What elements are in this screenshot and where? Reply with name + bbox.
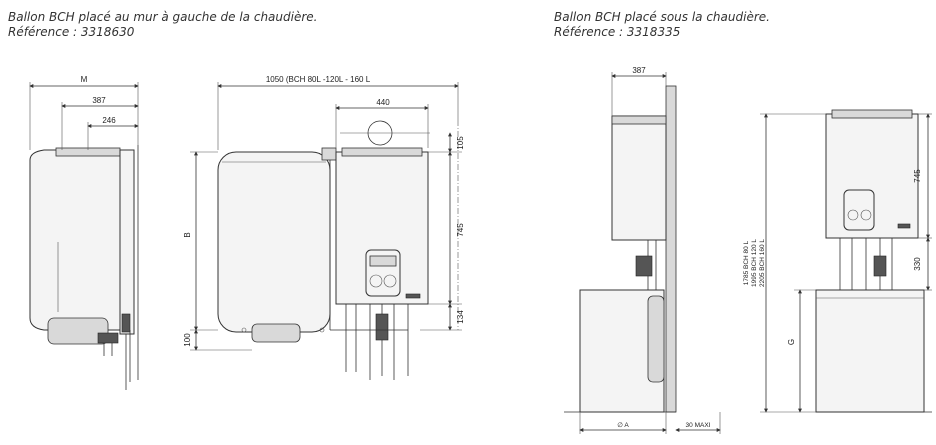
- valve-v4: [873, 255, 887, 277]
- label-440: 440: [376, 98, 390, 107]
- tank-bottom-cap: [47, 317, 109, 345]
- label-330: 330: [913, 257, 922, 271]
- label-30-maxi: 30 MAXI: [686, 422, 711, 429]
- tank-front-bottom: [251, 323, 301, 343]
- expansion-vessel: [647, 295, 665, 383]
- caption-right: Ballon BCH placé sous la chaudière. Réfé…: [554, 10, 770, 40]
- boiler-side-upper: [611, 115, 667, 241]
- boiler-side-top: [611, 115, 667, 125]
- front-view-tank-under-boiler: 745 330 1785 BCH 80 L 1995 BCH 120 L 220…: [743, 109, 932, 413]
- label-bch-160: 2205 BCH 160 L: [759, 239, 766, 287]
- tank-front-lower: [815, 289, 925, 413]
- side-view-tank-under-boiler: 387 ∅ A 30 MAXI: [564, 66, 721, 434]
- boiler-side: [119, 149, 135, 335]
- caption-right-reference: Référence : 3318335: [554, 25, 681, 39]
- label-387-left: 387: [92, 96, 106, 105]
- label-246: 246: [102, 116, 116, 125]
- label-105: 105: [456, 136, 465, 150]
- safety-valve: [375, 313, 389, 341]
- caption-left-title: Ballon BCH placé au mur à gauche de la c…: [8, 10, 318, 24]
- label-g: G: [787, 339, 796, 345]
- label-b: B: [183, 232, 192, 237]
- label-bch-80: 1785 BCH 80 L: [743, 240, 750, 285]
- knob-right-right-view-icon: [860, 209, 872, 221]
- brand-badge: [405, 293, 421, 299]
- label-745-right: 745: [913, 169, 922, 183]
- caption-left: Ballon BCH placé au mur à gauche de la c…: [8, 10, 317, 40]
- label-bch-120: 1995 BCH 120 L: [751, 239, 758, 287]
- bracket-dot-left: [241, 327, 247, 333]
- boiler-front-top: [831, 109, 913, 119]
- valve-block: [635, 255, 653, 277]
- knob-right-icon: [383, 274, 397, 288]
- label-745-left: 745: [456, 223, 465, 237]
- knob-left-right-view-icon: [847, 209, 859, 221]
- control-display: [369, 255, 397, 267]
- label-134: 134: [456, 310, 465, 324]
- coupling-top: [321, 147, 337, 161]
- bracket-dot-right: [319, 327, 325, 333]
- tank-side: [29, 149, 121, 331]
- valve-side: [121, 313, 131, 333]
- label-1050: 1050 (BCH 80L -120L - 160 L: [266, 75, 371, 84]
- knob-left-icon: [369, 274, 383, 288]
- front-view-tank-beside-boiler: 1050 (BCH 80L -120L - 160 L 440 105 745 …: [183, 75, 465, 380]
- valve-group: [97, 332, 119, 344]
- brand-badge-right: [897, 223, 911, 229]
- caption-left-reference: Référence : 3318630: [8, 25, 135, 39]
- side-view-wall-mount: M 387 246: [29, 75, 139, 390]
- control-panel-right: [843, 189, 875, 231]
- caption-right-title: Ballon BCH placé sous la chaudière.: [554, 10, 770, 24]
- boiler-top-cap: [341, 147, 423, 157]
- label-m: M: [81, 75, 88, 84]
- wall-panel: [665, 85, 677, 413]
- label-phi-a: ∅ A: [617, 422, 629, 429]
- label-100: 100: [183, 333, 192, 347]
- label-387-right: 387: [632, 66, 646, 75]
- tank-front: [217, 151, 331, 333]
